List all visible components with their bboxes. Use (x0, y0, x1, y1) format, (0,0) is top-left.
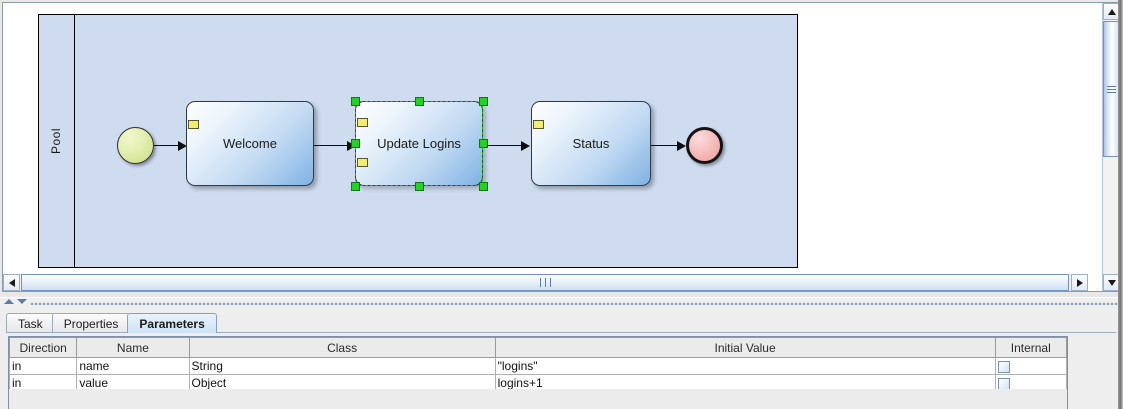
triangle-down-icon (1107, 279, 1116, 286)
column-header-class[interactable]: Class (188, 337, 496, 358)
task-label: Welcome (223, 136, 277, 151)
resize-handle-se[interactable] (479, 182, 488, 191)
resize-handle-e[interactable] (479, 139, 488, 148)
scroll-left-button[interactable] (3, 274, 20, 291)
resize-handle-sw[interactable] (351, 182, 360, 191)
column-header-direction[interactable]: Direction (9, 337, 78, 358)
horizontal-scroll-thumb[interactable] (21, 274, 1069, 291)
resize-handle-w[interactable] (351, 139, 360, 148)
pane-splitter[interactable] (0, 297, 1123, 308)
task-marker-icon (357, 118, 368, 127)
column-header-initial-value[interactable]: Initial Value (494, 337, 996, 358)
triangle-left-icon (8, 278, 15, 287)
internal-checkbox[interactable] (997, 360, 1010, 373)
grip-icon (538, 274, 553, 292)
cell-internal[interactable] (994, 374, 1067, 392)
splitter-collapse-down-icon[interactable] (17, 299, 27, 304)
column-header-name[interactable]: Name (76, 337, 190, 358)
tab-label: Properties (63, 316, 119, 331)
resize-handle-ne[interactable] (479, 97, 488, 106)
connector-status-to-end[interactable] (651, 145, 679, 147)
connector-welcome-to-update[interactable] (314, 145, 348, 147)
properties-pane: Task Properties Parameters Direction Nam… (0, 307, 1123, 409)
cell-direction[interactable]: in (9, 357, 78, 375)
tab-label: Parameters (139, 316, 205, 331)
tab-properties[interactable]: Properties (51, 313, 131, 333)
resize-handle-nw[interactable] (351, 97, 360, 106)
window-right-frame (1118, 0, 1123, 409)
resize-handle-n[interactable] (415, 97, 424, 106)
arrowhead-icon (178, 141, 187, 151)
grip-icon (1107, 84, 1116, 95)
properties-tabstrip[interactable]: Task Properties Parameters (6, 312, 217, 333)
cell-initial-value[interactable]: logins+1 (494, 374, 996, 392)
diagram-editor-pane: Pool Welcome Update Logins (2, 2, 1120, 292)
tab-parameters[interactable]: Parameters (127, 313, 217, 333)
parameters-table: Direction Name Class Initial Value Inter… (9, 337, 1067, 392)
task-label: Status (572, 136, 610, 151)
scroll-right-button[interactable] (1071, 274, 1088, 291)
table-empty-area[interactable] (9, 389, 1067, 409)
task-marker-icon (533, 120, 544, 129)
tab-label: Task (18, 316, 43, 331)
cell-initial-value[interactable]: "logins" (494, 357, 996, 375)
triangle-right-icon (1076, 278, 1083, 287)
tab-underline (6, 332, 1116, 333)
connector-update-to-status[interactable] (488, 145, 522, 147)
diagram-canvas[interactable]: Pool Welcome Update Logins (3, 6, 1088, 277)
canvas-horizontal-scrollbar[interactable] (3, 274, 1088, 291)
cell-name[interactable]: name (76, 357, 190, 375)
table-header-row: Direction Name Class Initial Value Inter… (9, 337, 1067, 358)
cell-internal[interactable] (994, 357, 1067, 375)
task-marker-icon (188, 120, 199, 129)
table-row[interactable]: in value Object logins+1 (9, 374, 1067, 392)
selection-frame (355, 101, 483, 186)
task-node-status[interactable]: Status (531, 101, 651, 186)
arrowhead-icon (521, 141, 530, 151)
splitter-collapse-up-icon[interactable] (4, 299, 14, 304)
table-row[interactable]: in name String "logins" (9, 357, 1067, 375)
cell-name[interactable]: value (76, 374, 190, 392)
cell-class[interactable]: String (188, 357, 496, 375)
start-event-node[interactable] (117, 127, 154, 164)
triangle-up-icon (1107, 8, 1116, 15)
splitter-collapse-controls[interactable] (4, 299, 27, 304)
connector-start-to-welcome[interactable] (154, 145, 179, 147)
tab-task[interactable]: Task (6, 313, 55, 333)
arrowhead-icon (677, 141, 686, 151)
parameters-table-container[interactable]: Direction Name Class Initial Value Inter… (8, 336, 1068, 409)
task-node-welcome[interactable]: Welcome (186, 101, 314, 186)
canvas-vertical-scrollbar[interactable] (1102, 3, 1120, 291)
pool-header[interactable]: Pool (39, 15, 75, 267)
end-event-node[interactable] (686, 127, 723, 164)
pool-label: Pool (49, 127, 64, 155)
resize-handle-s[interactable] (415, 182, 424, 191)
task-marker-icon (357, 158, 368, 167)
splitter-grip-texture (30, 302, 1119, 305)
column-header-internal[interactable]: Internal (994, 337, 1067, 358)
cell-direction[interactable]: in (9, 374, 78, 392)
task-label: Update Logins (377, 136, 461, 151)
